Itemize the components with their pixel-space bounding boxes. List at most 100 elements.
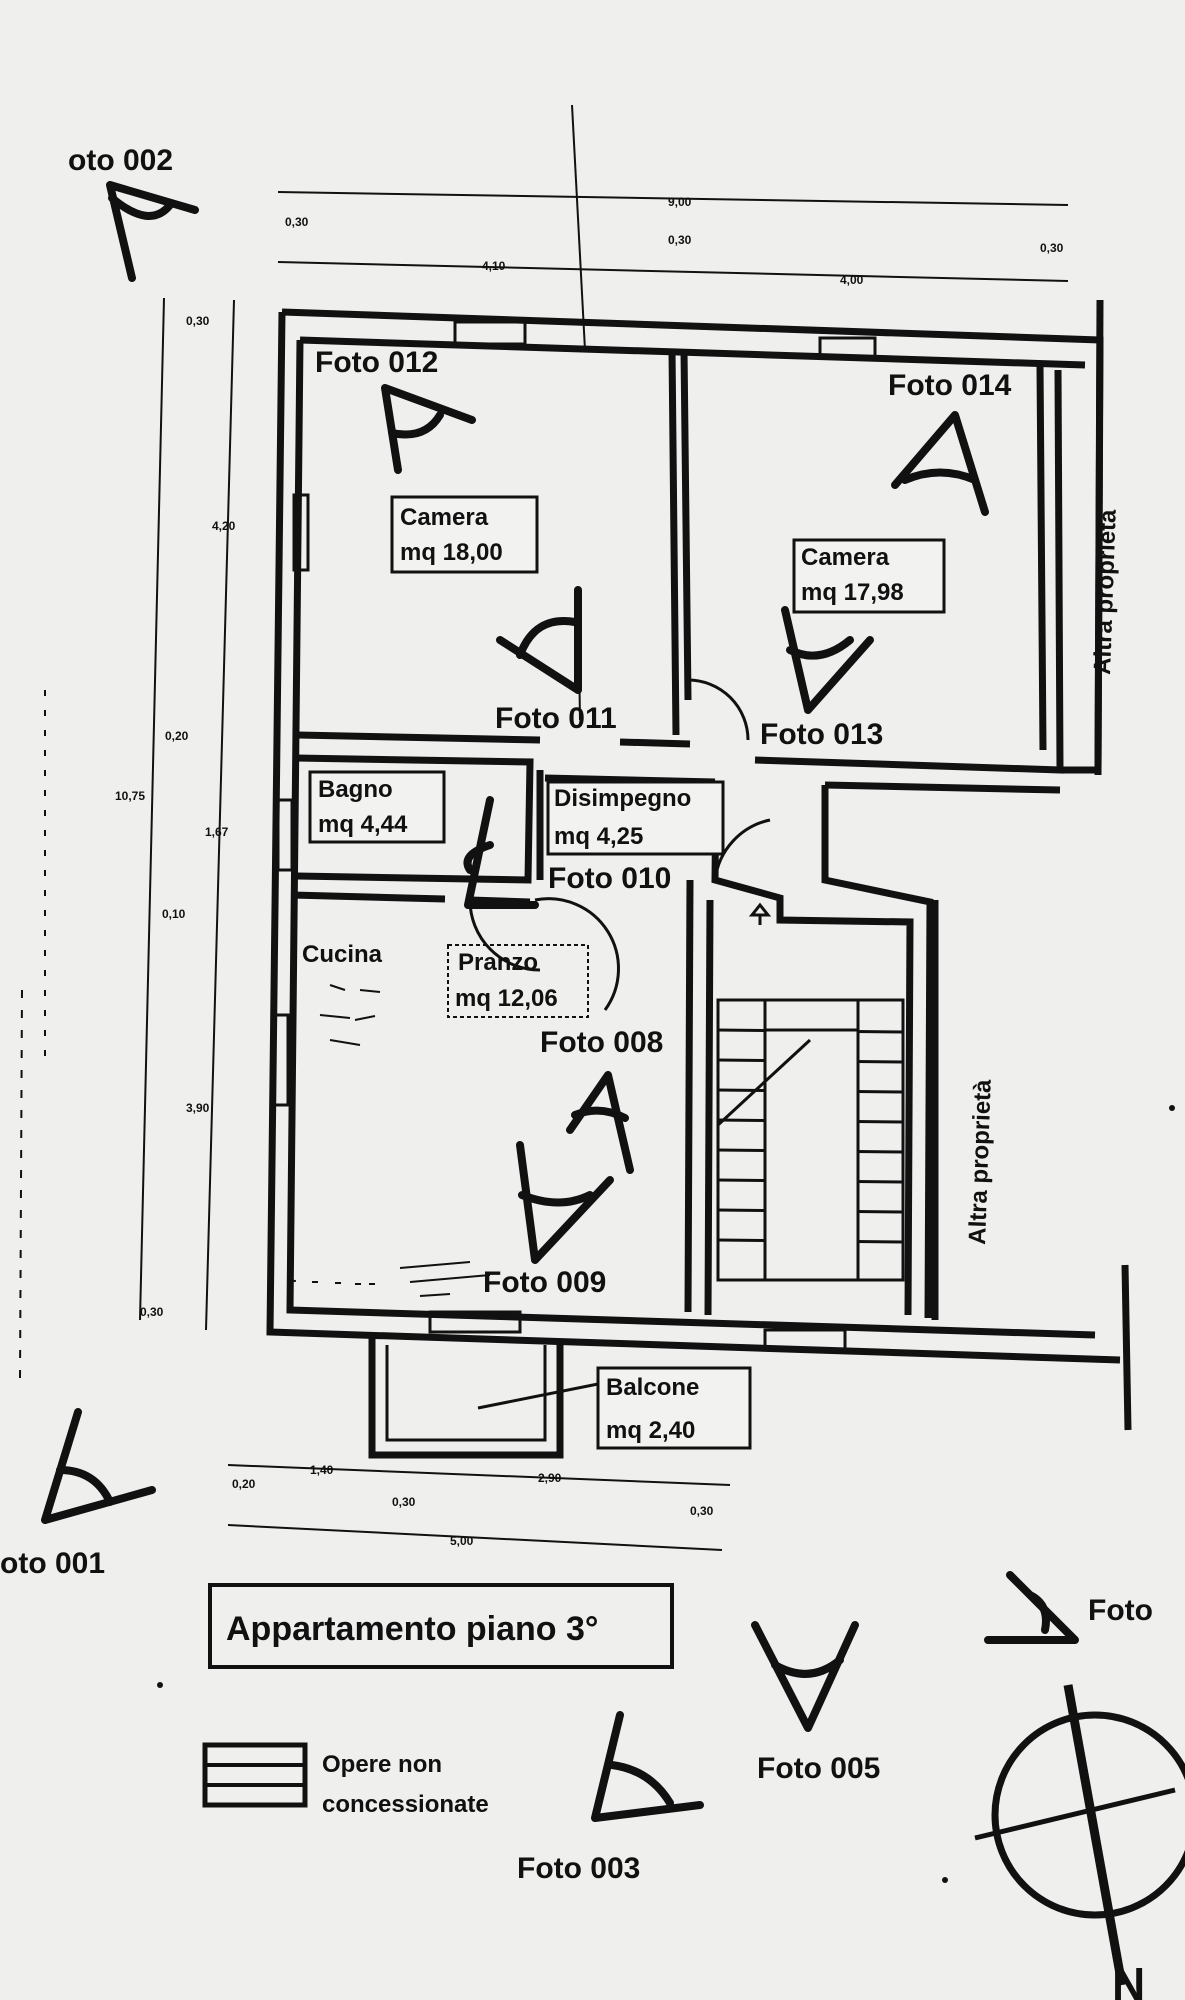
wall-east-camera2: [1036, 364, 1047, 751]
kitchen-erasure-marks: [289, 984, 491, 1297]
label-box-bagno: [308, 770, 446, 844]
room-bagno-area: mq 4,44: [318, 811, 408, 838]
kitchen-scribble: [319, 984, 381, 1046]
photo-010-marker: [463, 796, 539, 909]
room-balcone-area: mq 2,40: [606, 1417, 695, 1444]
dim-top-total: 9,00: [668, 195, 692, 209]
label-box-camera2: [792, 538, 946, 614]
wall-south-camera1: [297, 731, 691, 748]
left-dimension-lines: 10,75 0,30 4,20 0,20 1,67 0,10 3,90 0,30: [115, 297, 236, 1331]
room-camera1-area: mq 18,00: [400, 539, 503, 566]
room-pranzo-name: Pranzo: [458, 949, 538, 976]
compass-circle: [991, 1711, 1185, 1919]
photo-009-marker: [516, 1141, 614, 1264]
photo-010-label: Foto 010: [548, 862, 671, 895]
wall-corridor-east: [821, 785, 934, 1319]
left-partial-dim-line: [205, 299, 235, 1331]
door-swings: [468, 678, 771, 1011]
west-window-camera: [292, 493, 310, 572]
room-disimpegno-area: mq 4,25: [554, 823, 643, 850]
photo-005-marker: [751, 1621, 859, 1732]
dim-left-span1: 4,20: [212, 519, 236, 533]
dim-left-bottom-wall: 0,30: [140, 1305, 164, 1319]
photo-003-label: Foto 003: [517, 1852, 640, 1885]
wall-between-bedrooms-inner: [680, 349, 692, 701]
photo-001-label: oto 001: [0, 1547, 105, 1580]
west-window-bagno: [276, 798, 294, 872]
speck: [942, 1877, 948, 1883]
room-labels: Camera mq 18,00 Camera mq 17,98 Bagno mq…: [302, 495, 1122, 1450]
room-disimpegno-name: Disimpegno: [554, 785, 691, 812]
legend-swatch: [202, 1742, 308, 1808]
north-inner-wall: [299, 336, 1086, 369]
photo-001-marker: [41, 1408, 156, 1524]
legend: Opere non concessionate: [202, 1742, 489, 1818]
photo-008-label: Foto 008: [540, 1026, 663, 1059]
interior-walls: [291, 349, 1064, 1320]
margin-speck-line: [19, 989, 23, 1381]
compass-north-label: N: [1112, 1958, 1145, 2000]
top-partial-dim-line: [277, 261, 1069, 282]
wall-south-camera2: [754, 369, 1064, 774]
photo-002-label: oto 002: [68, 144, 173, 177]
wall-bagno: [295, 754, 534, 884]
balcony-inner: [385, 1345, 547, 1442]
plan-title: Appartamento piano 3°: [226, 1610, 599, 1648]
photo-008-marker: [566, 1071, 634, 1174]
stair-well: [763, 1028, 860, 1282]
room-balcone-name: Balcone: [606, 1374, 699, 1401]
dim-bottom-total: 5,00: [450, 1534, 474, 1548]
photo-013-label: Foto 013: [760, 718, 883, 751]
dim-left-total: 10,75: [115, 789, 145, 803]
north-compass: N: [974, 1684, 1185, 2000]
wall-between-bedrooms: [668, 349, 680, 736]
balcony-leader-line: [477, 1380, 609, 1410]
door-swing-camera2: [687, 678, 750, 741]
photo-011-marker: [496, 586, 582, 694]
photo-011-label: Foto 011: [495, 702, 617, 735]
west-window-cucina: [272, 1013, 290, 1107]
photo-003-marker: [591, 1711, 704, 1822]
outer-walls: [266, 299, 1132, 1431]
photo-014-marker: [891, 411, 989, 516]
label-box-camera1: [390, 495, 539, 574]
kitchen-scribble: [289, 1279, 380, 1285]
wall-kitchen-stairs: [684, 879, 714, 1316]
south-window-stairs: [763, 1328, 847, 1352]
top-center-axis-line: [571, 104, 586, 351]
photo-012-label: Foto 012: [315, 346, 438, 379]
label-box-balcone: [596, 1366, 752, 1450]
dim-bottom-mid: 0,30: [392, 1495, 416, 1509]
room-camera2-name: Camera: [801, 544, 890, 571]
left-total-dim-line: [139, 297, 165, 1321]
neighbor-top-right: Altra proprietà: [1089, 508, 1122, 675]
title-block: Appartamento piano 3°: [208, 1583, 674, 1669]
photo-markers: oto 002 Foto 012 Foto 014 Foto 011 Foto …: [0, 144, 1153, 1885]
dim-bottom-span2: 2,90: [538, 1471, 562, 1485]
dim-top-right-wall: 0,30: [1040, 241, 1064, 255]
room-pranzo-area: mq 12,06: [455, 985, 558, 1012]
label-box-disimpegno: [546, 780, 725, 856]
wall-corridor-north: [824, 781, 1061, 794]
dim-left-top-wall: 0,30: [186, 314, 210, 328]
balcony: [368, 1338, 609, 1459]
dim-bottom-wall1: 0,20: [232, 1477, 256, 1491]
kitchen-scribble: [399, 1261, 491, 1297]
dim-bottom-wall2: 0,30: [690, 1504, 714, 1518]
room-camera2-area: mq 17,98: [801, 579, 904, 606]
dim-top-left-wall: 0,30: [285, 215, 309, 229]
bottom-total-dim-line: [227, 1524, 723, 1551]
stair-up-arrow: [748, 902, 772, 925]
top-dimension-lines: 9,00 0,30 4,10 0,30 4,00 0,30: [277, 104, 1069, 351]
dim-left-wall3: 0,10: [162, 907, 186, 921]
door-swing-stairs: [713, 818, 771, 881]
photo-013-marker: [781, 606, 874, 714]
photo-006-label: Foto: [1088, 1594, 1153, 1627]
dim-bottom-span1: 1,40: [310, 1463, 334, 1477]
speck: [157, 1682, 163, 1688]
balcony-railing: [368, 1338, 564, 1459]
photo-014-label: Foto 014: [888, 369, 1012, 402]
north-window-left: [453, 320, 527, 346]
